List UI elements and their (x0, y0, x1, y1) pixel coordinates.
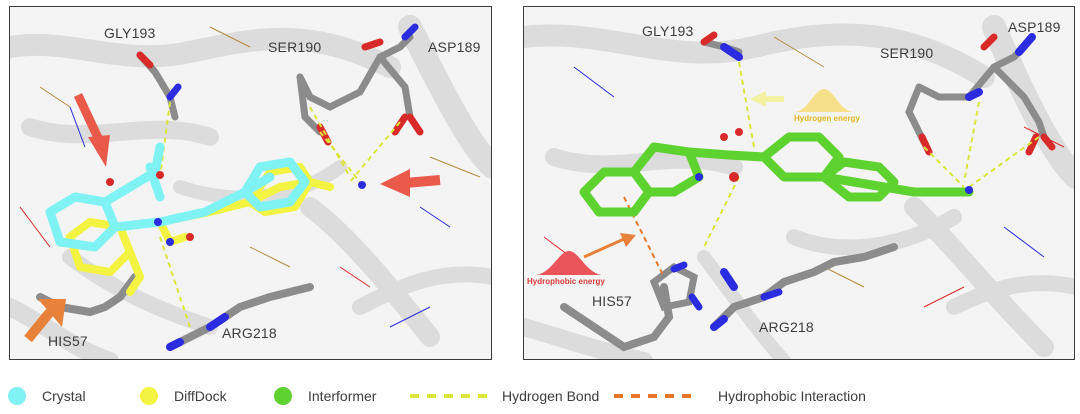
arrow-red-top (73, 93, 110, 167)
residue-label-gly193: GLY193 (104, 25, 156, 41)
residue-label-asp189: ASP189 (1008, 19, 1061, 35)
residue-label-asp189: ASP189 (428, 39, 481, 55)
left-molecular-render (10, 15, 491, 359)
hydrophobic-energy-label: Hydrophobic energy (527, 277, 605, 286)
arrow-orange-bottom (24, 299, 66, 343)
residue-label-his57: HIS57 (48, 333, 88, 349)
arrow-red-right (380, 169, 441, 197)
right-molecular-render (524, 15, 1074, 359)
interformer-swatch-icon (274, 387, 292, 405)
arrow-orange-hydrophobic (583, 233, 636, 259)
ligand-heteroatoms (695, 128, 973, 194)
legend-label-hydrophobic-interaction: Hydrophobic Interaction (718, 388, 866, 404)
hydrophobic-energy-peak (536, 251, 602, 275)
residue-sticks (560, 31, 1056, 352)
hydrophobic-dash-icon (614, 394, 692, 398)
residue-sticks (36, 23, 424, 351)
hydrogen-bonds (703, 61, 1040, 248)
arrow-yellow-hydrogen (750, 91, 784, 107)
left-structure-panel: GLY193 SER190 ASP189 HIS57 ARG218 (9, 6, 492, 360)
diffdock-swatch-icon (140, 387, 158, 405)
hydrogen-bond-dash-icon (410, 394, 488, 398)
crystal-swatch-icon (8, 387, 26, 405)
hydrogen-energy-peak (794, 89, 854, 112)
ligand-heteroatoms (106, 171, 366, 246)
residue-label-arg218: ARG218 (759, 319, 814, 335)
legend-label-diffdock: DiffDock (174, 388, 227, 404)
legend-label-hydrogen-bond: Hydrogen Bond (502, 388, 600, 404)
legend-label-crystal: Crystal (42, 388, 86, 404)
residue-label-ser190: SER190 (880, 45, 934, 61)
protein-ribbons (524, 15, 1074, 359)
residue-label-arg218: ARG218 (222, 325, 277, 341)
right-structure-panel: GLY193 SER190 ASP189 HIS57 ARG218 Hydrog… (523, 6, 1075, 360)
residue-label-gly193: GLY193 (642, 23, 694, 39)
legend: Crystal DiffDock Interformer Hydrogen Bo… (0, 378, 1080, 414)
legend-label-interformer: Interformer (308, 388, 377, 404)
hydrogen-energy-label: Hydrogen energy (794, 114, 860, 123)
background-wires (19, 26, 481, 328)
crystal-ligand (45, 142, 310, 252)
hydrophobic-interaction (623, 196, 665, 278)
hydrogen-bonds (159, 101, 401, 328)
residue-label-ser190: SER190 (268, 39, 322, 55)
residue-label-his57: HIS57 (592, 293, 632, 309)
